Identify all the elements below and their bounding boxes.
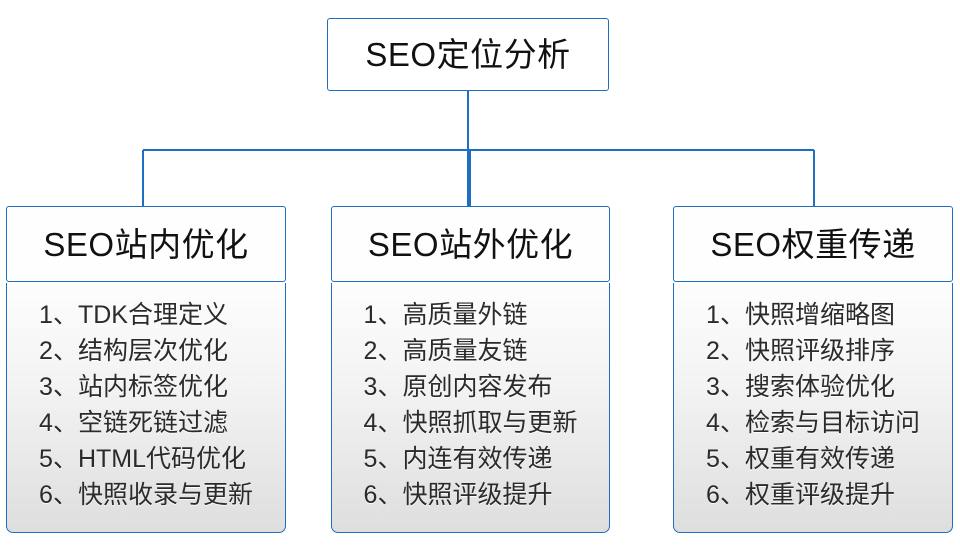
item-list-on-site: 1、TDK合理定义 2、结构层次优化 3、站内标签优化 4、空链死链过滤 5、H… (39, 297, 253, 513)
list-item: 5、权重有效传递 (706, 445, 895, 473)
branch-column-off-site: SEO站外优化 1、高质量外链 2、高质量友链 3、原创内容发布 4、快照抓取与… (331, 206, 610, 533)
root-node[interactable]: SEO定位分析 (327, 18, 609, 91)
list-item: 6、快照评级提升 (363, 481, 553, 509)
branch-column-on-site: SEO站内优化 1、TDK合理定义 2、结构层次优化 3、站内标签优化 4、空链… (6, 206, 286, 533)
list-item: 2、高质量友链 (363, 337, 528, 365)
list-item: 1、快照增缩略图 (706, 301, 895, 329)
branch-body-weight-transfer: 1、快照增缩略图 2、快照评级排序 3、搜索体验优化 4、检索与目标访问 5、权… (673, 283, 953, 533)
list-item: 1、高质量外链 (363, 301, 528, 329)
list-item: 5、HTML代码优化 (39, 445, 247, 473)
list-item: 2、快照评级排序 (706, 337, 895, 365)
list-item: 6、权重评级提升 (706, 481, 895, 509)
list-item: 5、内连有效传递 (363, 445, 553, 473)
list-item: 3、站内标签优化 (39, 373, 228, 401)
list-item: 3、搜索体验优化 (706, 373, 895, 401)
list-item: 3、原创内容发布 (363, 373, 553, 401)
list-item: 1、TDK合理定义 (39, 301, 228, 329)
branch-body-on-site: 1、TDK合理定义 2、结构层次优化 3、站内标签优化 4、空链死链过滤 5、H… (6, 283, 286, 533)
list-item: 2、结构层次优化 (39, 337, 228, 365)
branch-header-title: SEO站外优化 (367, 225, 574, 263)
root-node-title: SEO定位分析 (365, 36, 571, 73)
branch-column-weight-transfer: SEO权重传递 1、快照增缩略图 2、快照评级排序 3、搜索体验优化 4、检索与… (673, 206, 953, 533)
list-item: 6、快照收录与更新 (39, 481, 253, 509)
branch-body-off-site: 1、高质量外链 2、高质量友链 3、原创内容发布 4、快照抓取与更新 5、内连有… (331, 283, 610, 533)
item-list-weight-transfer: 1、快照增缩略图 2、快照评级排序 3、搜索体验优化 4、检索与目标访问 5、权… (706, 297, 920, 513)
branch-header-title: SEO站内优化 (43, 225, 249, 263)
item-list-off-site: 1、高质量外链 2、高质量友链 3、原创内容发布 4、快照抓取与更新 5、内连有… (364, 297, 578, 513)
branch-header-off-site[interactable]: SEO站外优化 (331, 206, 610, 282)
branch-header-title: SEO权重传递 (710, 225, 916, 263)
branch-header-on-site[interactable]: SEO站内优化 (6, 206, 286, 282)
list-item: 4、快照抓取与更新 (363, 409, 578, 437)
list-item: 4、检索与目标访问 (706, 409, 920, 437)
branch-header-weight-transfer[interactable]: SEO权重传递 (673, 206, 953, 282)
list-item: 4、空链死链过滤 (39, 409, 228, 437)
